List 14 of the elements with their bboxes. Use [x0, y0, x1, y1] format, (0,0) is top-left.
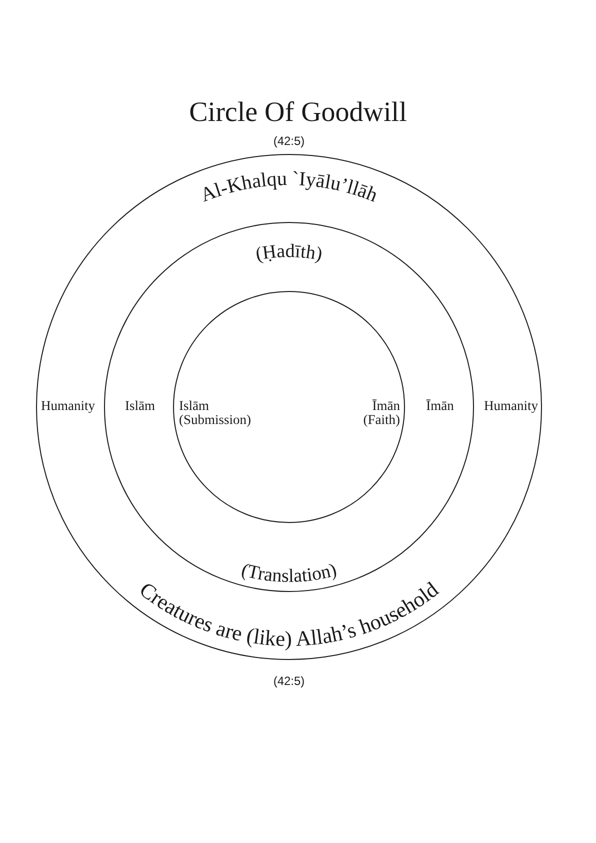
- ring-label: Humanity: [41, 399, 95, 413]
- ring-label: Islām (Submission): [179, 399, 252, 427]
- ring-label: Islām: [125, 399, 155, 413]
- title: Circle Of Goodwill: [188, 96, 408, 130]
- arc-label: (Ḥadīth): [254, 240, 324, 266]
- ring-label: Īmān (Faith): [363, 399, 400, 427]
- verse-reference: (42:5): [273, 674, 305, 688]
- arc-label: Al-Khalqu `Iyālu’llāh: [198, 168, 380, 207]
- arc-label: (Translation): [239, 560, 339, 587]
- outer-ring: [36, 154, 542, 660]
- inner-circle: [173, 291, 405, 523]
- ring-label: Īmān: [426, 399, 454, 413]
- ring-label: Humanity: [484, 399, 538, 413]
- verse-reference: (42:5): [273, 134, 305, 148]
